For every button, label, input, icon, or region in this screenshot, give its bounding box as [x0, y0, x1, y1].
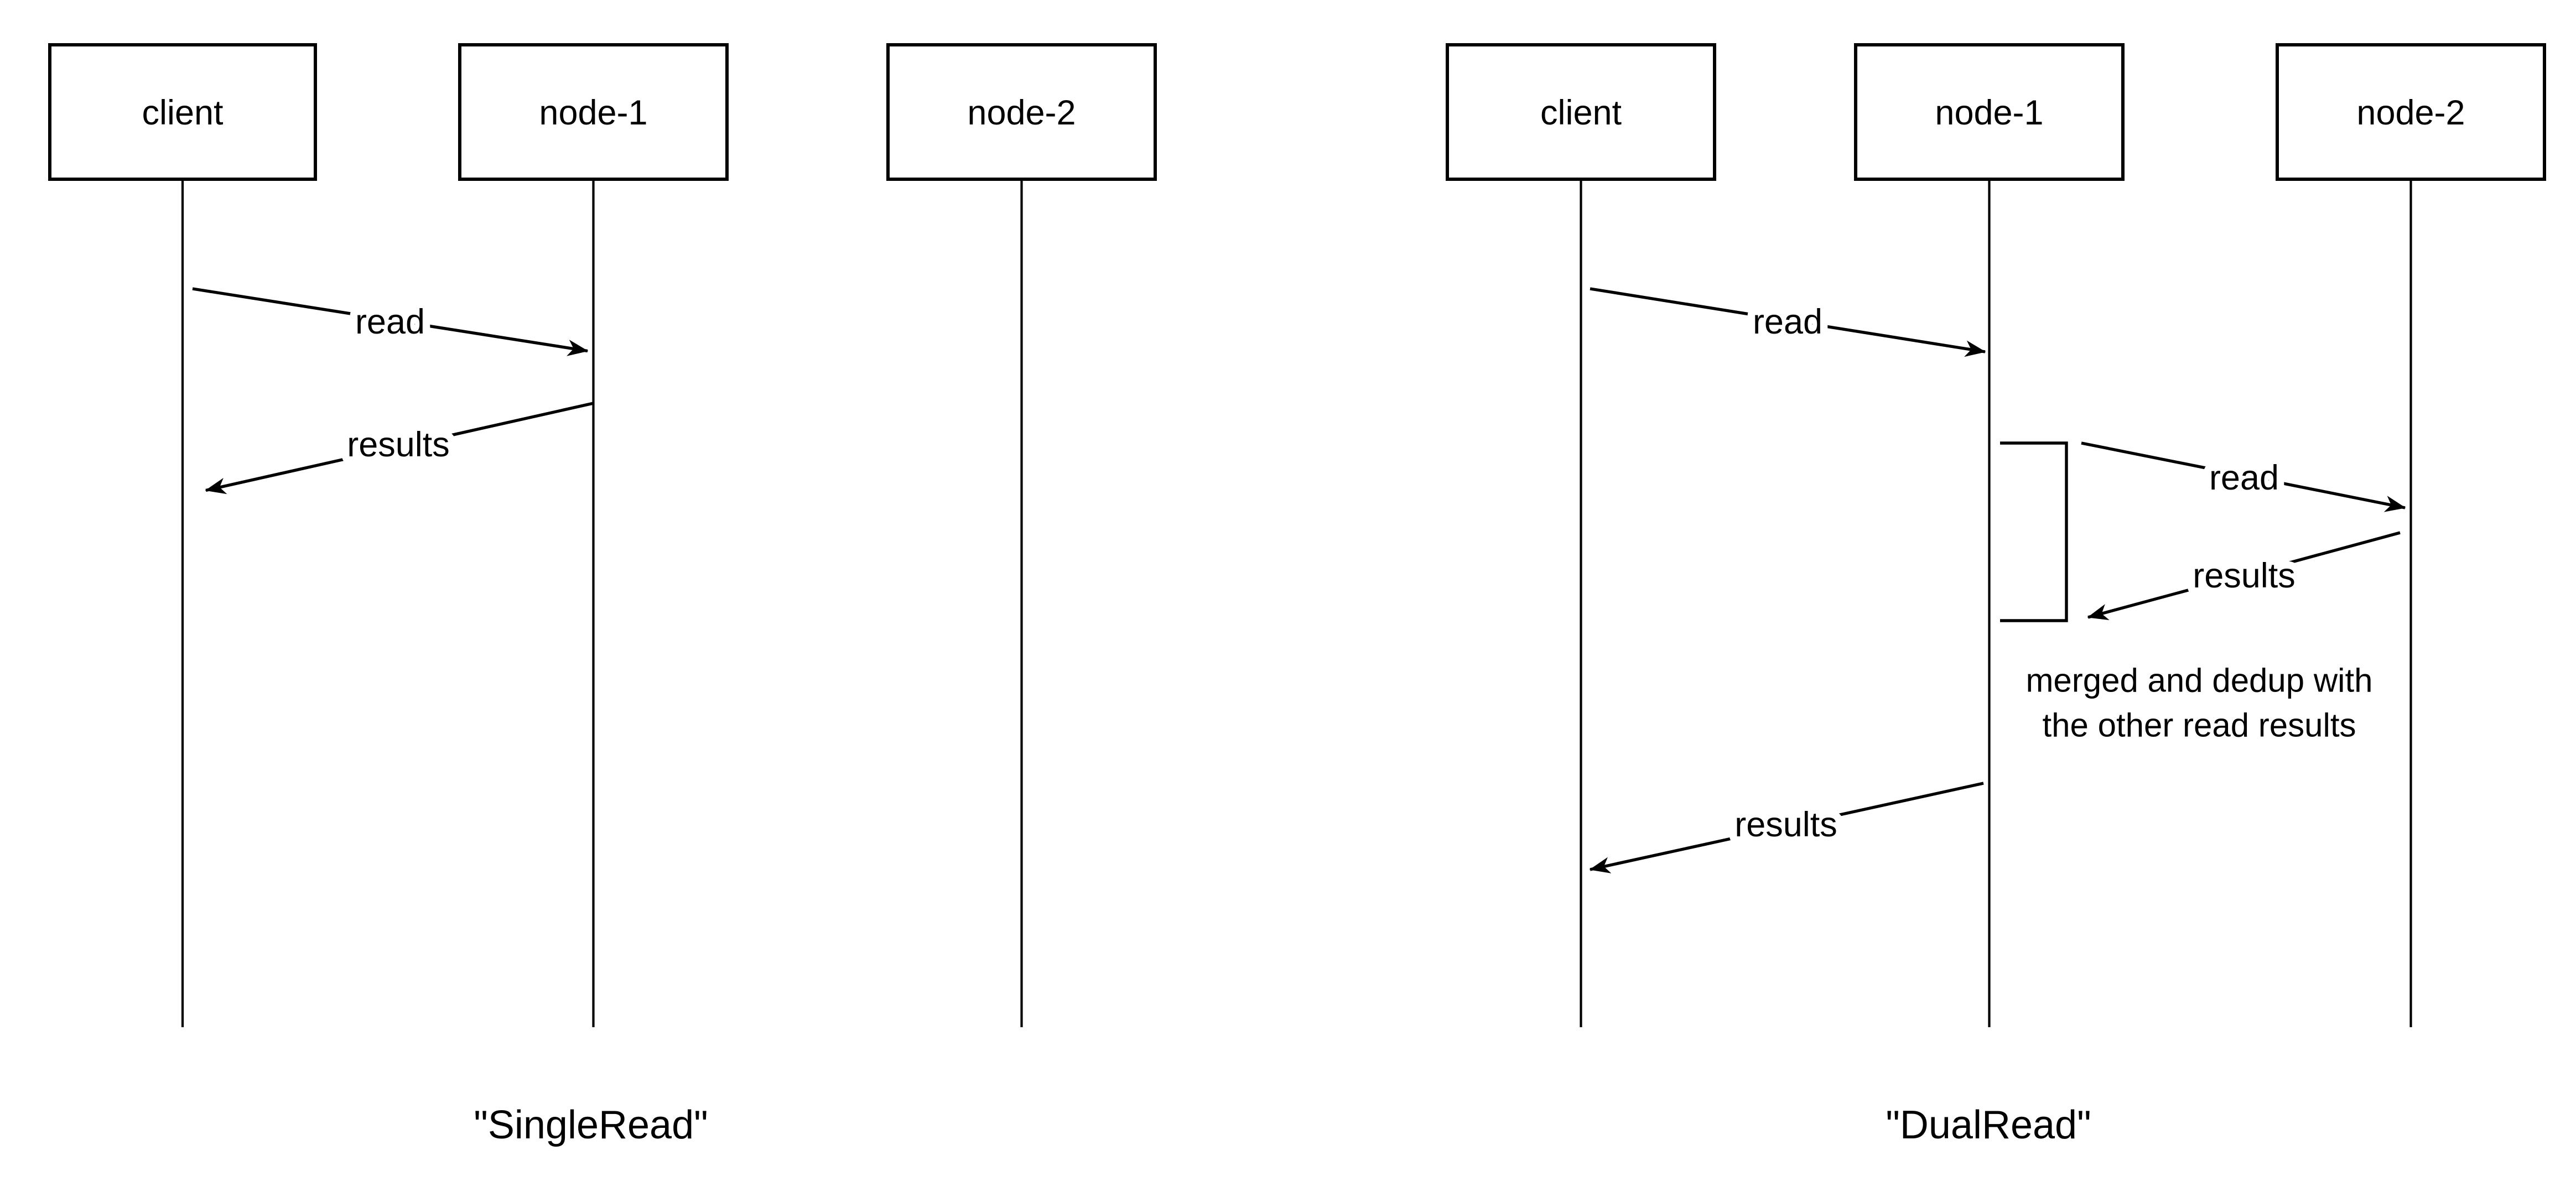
message-label-results-1: results — [2193, 556, 2295, 595]
message-results-1: results — [2087, 531, 2401, 621]
message-read-1: read — [1590, 287, 1986, 357]
actor-label-node-1: node-1 — [539, 93, 647, 132]
diagram-caption-singleread: "SingleRead" — [474, 1103, 708, 1147]
actor-client: client — [48, 43, 317, 181]
actor-label-client: client — [1540, 93, 1622, 132]
actor-label-client: client — [142, 93, 224, 132]
actor-box-node-2 — [886, 43, 1157, 181]
singleread-diagram: client node-1 node-2 read results "Sing — [48, 43, 1157, 1147]
actor-label-node-1: node-1 — [1935, 93, 2043, 132]
activation-bracket — [2000, 441, 2068, 622]
message-arrow-results-2 — [1589, 782, 1984, 873]
message-results: results — [205, 402, 594, 495]
message-label-read-2: read — [2209, 459, 2279, 497]
note-line-1: merged and dedup with — [2026, 662, 2372, 699]
actor-box-node-1 — [458, 43, 729, 181]
message-arrow-read-2 — [2081, 441, 2406, 512]
message-label-read-1: read — [1753, 303, 1822, 341]
actor-node-2: node-2 — [886, 43, 1157, 181]
message-read-2: read — [2081, 441, 2406, 512]
message-label-read: read — [355, 303, 425, 341]
message-arrow-results — [205, 402, 594, 495]
actor-box-client — [48, 43, 317, 181]
note-merged-dedup: merged and dedup with the other read res… — [2026, 662, 2372, 744]
actor-box-node-2 — [2276, 43, 2546, 181]
actor-client: client — [1446, 43, 1716, 181]
message-arrow-results-1 — [2087, 531, 2401, 621]
note-line-2: the other read results — [2043, 707, 2356, 744]
actor-box-client — [1446, 43, 1716, 181]
diagram-caption-dualread: "DualRead" — [1886, 1103, 2091, 1147]
actor-label-node-2: node-2 — [2356, 93, 2465, 132]
message-read: read — [192, 287, 589, 356]
actor-box-node-1 — [1854, 43, 2125, 181]
message-label-results-2: results — [1734, 805, 1837, 844]
message-arrow-read-1 — [1590, 287, 1986, 357]
message-results-2: results — [1589, 782, 1984, 873]
message-arrow-read — [192, 287, 589, 356]
actor-label-node-2: node-2 — [967, 93, 1076, 132]
actor-node-2: node-2 — [2276, 43, 2546, 181]
dualread-diagram: client node-1 node-2 read read — [1446, 43, 2546, 1147]
actor-node-1: node-1 — [1854, 43, 2125, 181]
message-label-results: results — [347, 425, 450, 464]
actor-node-1: node-1 — [458, 43, 729, 181]
